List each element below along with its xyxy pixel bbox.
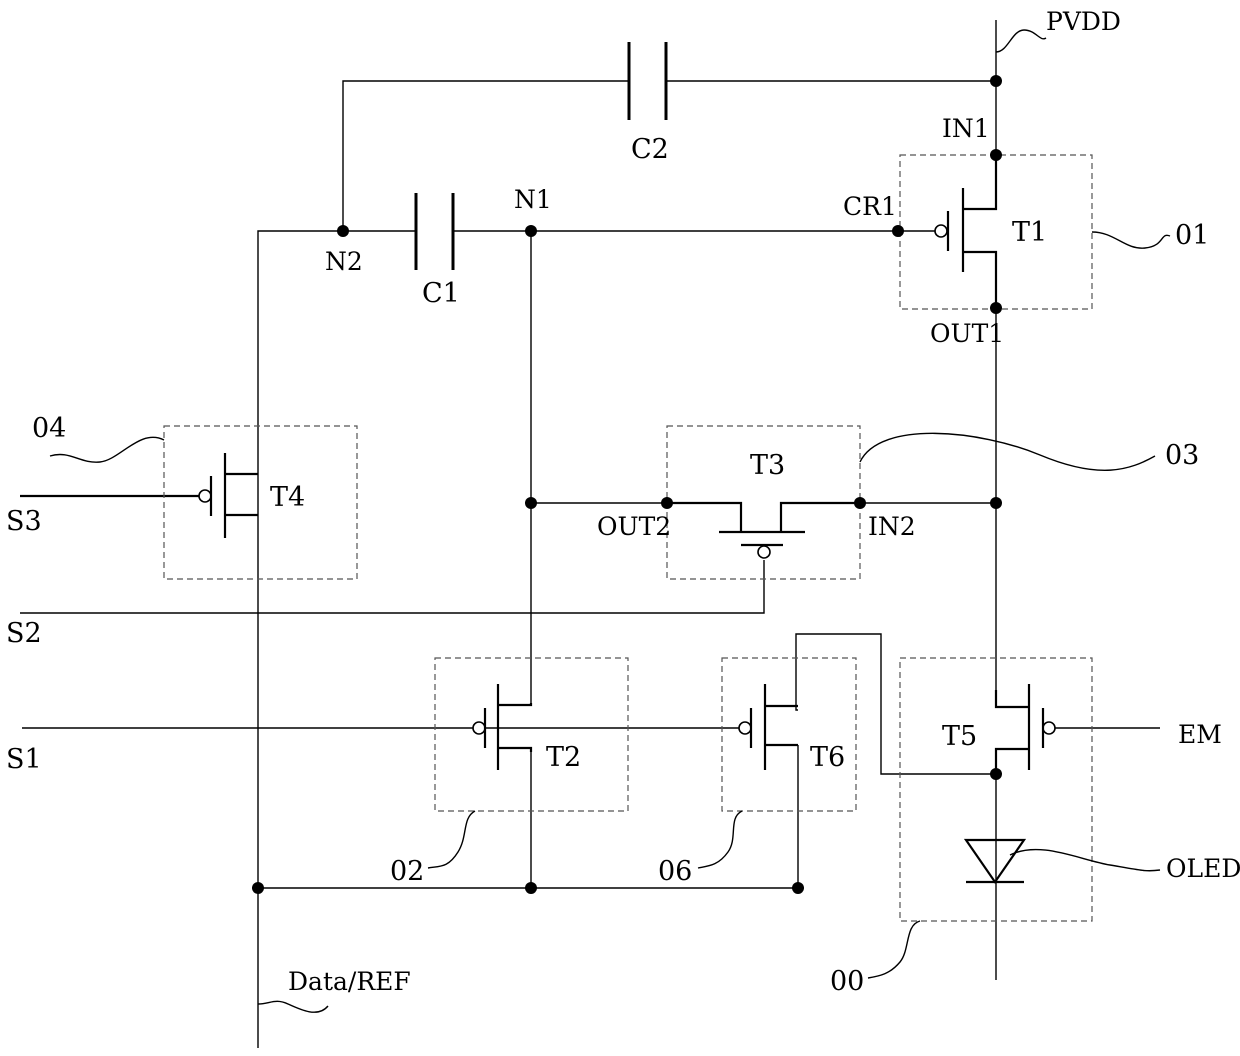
transistor-t1 xyxy=(898,152,996,308)
leader-03 xyxy=(860,433,1155,470)
junction-out2-n1 xyxy=(525,497,537,509)
label-oled: OLED xyxy=(1166,854,1240,883)
junction-bus-right xyxy=(792,882,804,894)
transistor-t3 xyxy=(667,503,860,558)
junction-bus-mid xyxy=(525,882,537,894)
leader-oled xyxy=(1010,850,1160,871)
label-t6: T6 xyxy=(810,742,845,773)
leader-pvdd xyxy=(996,30,1046,52)
label-module-03: 03 xyxy=(1165,440,1199,471)
label-s1: S1 xyxy=(6,744,42,775)
leader-06 xyxy=(698,811,742,868)
label-pvdd: PVDD xyxy=(1046,7,1121,36)
junction-in2-bus xyxy=(990,497,1002,509)
oled-diode xyxy=(966,840,1024,882)
junction-n2 xyxy=(337,225,349,237)
capacitor-c2 xyxy=(629,42,666,120)
label-t2: T2 xyxy=(546,742,581,773)
n2-line xyxy=(258,231,416,1048)
label-n2: N2 xyxy=(325,247,363,276)
capacitor-c1 xyxy=(416,193,453,270)
junction-out2 xyxy=(661,497,673,509)
junction-cr1 xyxy=(892,225,904,237)
c2-wire xyxy=(343,81,996,231)
label-module-04: 04 xyxy=(32,413,66,444)
junction-pvdd xyxy=(990,75,1002,87)
junction-t5-oled xyxy=(990,768,1002,780)
transistor-t2 xyxy=(473,684,531,770)
label-in1: IN1 xyxy=(942,114,990,143)
label-module-00: 00 xyxy=(830,966,864,997)
label-out2: OUT2 xyxy=(597,512,671,541)
leader-04 xyxy=(50,437,164,462)
leader-00 xyxy=(868,921,920,978)
module-06-box xyxy=(722,658,856,811)
junction-out1 xyxy=(990,302,1002,314)
leader-01 xyxy=(1092,232,1170,248)
junction-n1 xyxy=(525,225,537,237)
label-n1: N1 xyxy=(514,185,552,214)
junction-bus-left xyxy=(252,882,264,894)
label-module-06: 06 xyxy=(658,856,692,887)
label-em: EM xyxy=(1178,720,1222,749)
label-module-01: 01 xyxy=(1175,220,1209,251)
label-t1: T1 xyxy=(1012,217,1047,248)
wires xyxy=(20,20,1160,1048)
label-c1: C1 xyxy=(422,278,460,309)
leader-data-ref xyxy=(258,1001,328,1012)
label-c2: C2 xyxy=(631,134,669,165)
junction-in1 xyxy=(990,149,1002,161)
label-t3: T3 xyxy=(750,450,785,481)
label-in2: IN2 xyxy=(868,512,916,541)
leader-02 xyxy=(428,811,475,868)
transistor-t5 xyxy=(996,684,1055,774)
label-out1: OUT1 xyxy=(930,319,1004,348)
module-04-box xyxy=(164,426,357,579)
label-data-ref: Data/REF xyxy=(288,967,411,996)
label-module-02: 02 xyxy=(390,856,424,887)
junction-in2 xyxy=(854,497,866,509)
label-t4: T4 xyxy=(270,482,305,513)
label-s3: S3 xyxy=(6,506,42,537)
label-t5: T5 xyxy=(942,721,977,752)
transistor-t6 xyxy=(739,684,798,770)
s2-line xyxy=(20,560,764,613)
transistor-t4 xyxy=(199,453,258,538)
label-s2: S2 xyxy=(6,618,42,649)
label-cr1: CR1 xyxy=(843,192,897,221)
